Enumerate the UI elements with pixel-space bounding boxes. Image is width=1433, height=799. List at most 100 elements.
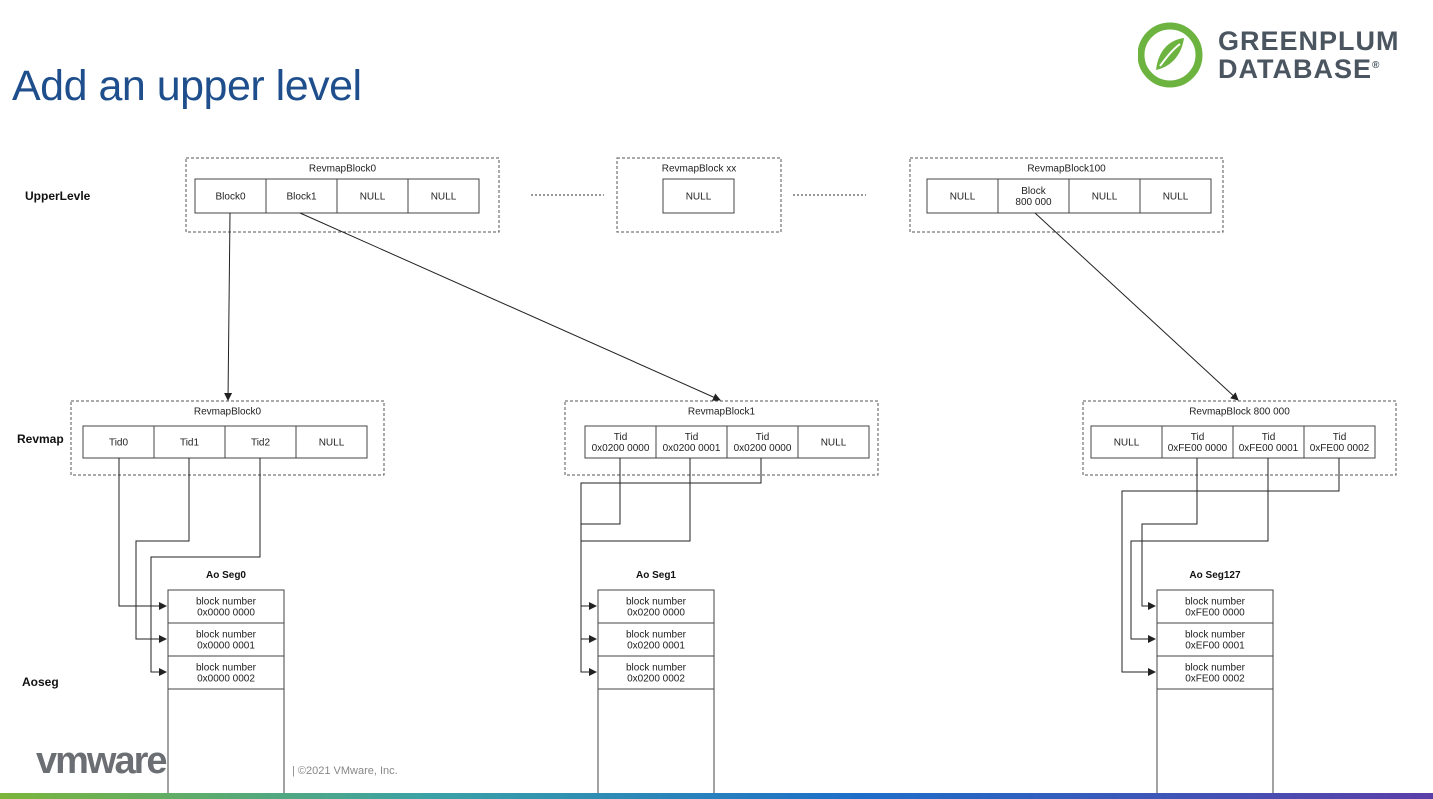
pointer-block0-to-revmapblock0 bbox=[224, 212, 233, 401]
row-label-revmap: Revmap bbox=[17, 432, 64, 446]
brand-line1: GREENPLUM bbox=[1218, 26, 1400, 56]
upper-revmapblock100-cell-label: NULL bbox=[1092, 192, 1118, 203]
revmap-block1-frame bbox=[564, 400, 879, 476]
pointer-block800000-to-revmapblock800000 bbox=[1034, 212, 1239, 401]
upper-revmapblock-xx: RevmapBlock xx NULL bbox=[616, 157, 782, 233]
revmap-block1-title: RevmapBlock1 bbox=[688, 407, 756, 418]
upper-revmapblock100-cell-label: NULL bbox=[1163, 192, 1189, 203]
upper-revmapblock100-cell bbox=[1068, 178, 1141, 214]
revmap-block1-cell bbox=[584, 425, 657, 459]
upper-revmapblock0-cell bbox=[336, 178, 409, 214]
row-label-aoseg: Aoseg bbox=[22, 675, 59, 689]
pointer-tid-to-seg127-row1 bbox=[1130, 458, 1269, 643]
upper-revmapblock0-frame bbox=[185, 157, 500, 233]
upper-revmapblock-xx-frame bbox=[616, 157, 782, 233]
aoseg-seg1-row bbox=[597, 622, 715, 657]
revmap-block0-cell bbox=[224, 425, 297, 459]
aoseg-seg127-title: Ao Seg127 bbox=[1189, 570, 1241, 581]
revmap-block0-cell-label: NULL bbox=[319, 438, 345, 449]
greenplum-logo: GREENPLUM DATABASE® bbox=[1138, 22, 1408, 88]
slide-title: Add an upper level bbox=[12, 62, 362, 110]
revmap-block1-cell bbox=[726, 425, 799, 459]
upper-revmapblock0-cell-label: Block0 bbox=[215, 192, 245, 203]
upper-revmapblock0-cell bbox=[194, 178, 267, 214]
upper-revmapblock-xx-title: RevmapBlock xx bbox=[662, 164, 736, 175]
upper-revmapblock0-cell-label: NULL bbox=[431, 192, 457, 203]
upper-revmapblock100-cell bbox=[997, 178, 1070, 214]
brand-line2: DATABASE® bbox=[1218, 54, 1380, 85]
vmware-logo: vmware bbox=[36, 740, 168, 782]
pointer-tid2-to-seg0 bbox=[150, 458, 261, 676]
aoseg-seg127-row bbox=[1156, 589, 1274, 624]
brand-reg: ® bbox=[1372, 60, 1381, 71]
greenplum-mark-icon bbox=[1138, 22, 1203, 88]
aoseg-seg1-row bbox=[597, 589, 715, 624]
revmap-block0-title: RevmapBlock0 bbox=[194, 407, 262, 418]
upper-revmapblock-xx-cell bbox=[662, 178, 735, 214]
revmap-block1-cell bbox=[655, 425, 728, 459]
upper-revmapblock100-cell bbox=[1139, 178, 1212, 214]
pointer-tid-to-seg1-row2 bbox=[580, 458, 762, 676]
revmap-block800000-cell-label: NULL bbox=[1114, 438, 1140, 449]
aoseg-seg127-row bbox=[1156, 655, 1274, 690]
revmap-block0-cell bbox=[82, 425, 155, 459]
aoseg-seg0-title: Ao Seg0 bbox=[206, 570, 246, 581]
revmap-block800000-cell bbox=[1090, 425, 1163, 459]
aoseg-seg0-row bbox=[167, 655, 285, 690]
revmap-block800000-cell bbox=[1303, 425, 1376, 459]
revmap-block0-cell-label: Tid2 bbox=[251, 438, 271, 449]
revmap-block800000-frame bbox=[1082, 400, 1397, 476]
pointer-tid0-to-seg0 bbox=[118, 458, 167, 610]
brand-line2-text: DATABASE bbox=[1218, 54, 1372, 84]
upper-revmapblock100-title: RevmapBlock100 bbox=[1027, 164, 1106, 175]
revmap-block0-cell bbox=[295, 425, 368, 459]
revmap-block0-cell-label: Tid0 bbox=[109, 438, 129, 449]
pointer-tid-to-seg127-row2 bbox=[1121, 458, 1340, 676]
revmap-block800000-title: RevmapBlock 800 000 bbox=[1189, 407, 1290, 418]
upper-revmapblock-xx-cell-label: NULL bbox=[686, 192, 712, 203]
pointer-tid-to-seg127-row0 bbox=[1141, 458, 1198, 610]
aoseg-seg1-row bbox=[597, 655, 715, 690]
revmap-block0-cell-label: Tid1 bbox=[180, 438, 200, 449]
upper-revmapblock0-cell bbox=[407, 178, 480, 214]
pointer-block1-to-revmapblock1 bbox=[299, 212, 721, 401]
aoseg-seg0-row bbox=[167, 622, 285, 657]
upper-revmapblock0-cell-label: Block1 bbox=[286, 192, 316, 203]
aoseg-seg1-title: Ao Seg1 bbox=[636, 570, 676, 581]
revmap-block0-frame bbox=[70, 400, 385, 476]
copyright-text: | ©2021 VMware, Inc. bbox=[292, 765, 398, 777]
revmap-block1-cell bbox=[797, 425, 870, 459]
footer-color-bar bbox=[0, 793, 1433, 799]
revmap-block1-cell-label: NULL bbox=[821, 438, 847, 449]
upper-revmapblock0-title: RevmapBlock0 bbox=[309, 164, 377, 175]
upper-revmapblock100-frame bbox=[909, 157, 1224, 233]
upper-revmapblock0-cell-label: NULL bbox=[360, 192, 386, 203]
pointer-tid-to-seg1-row0 bbox=[580, 458, 621, 610]
row-label-upper: UpperLevle bbox=[25, 189, 91, 203]
